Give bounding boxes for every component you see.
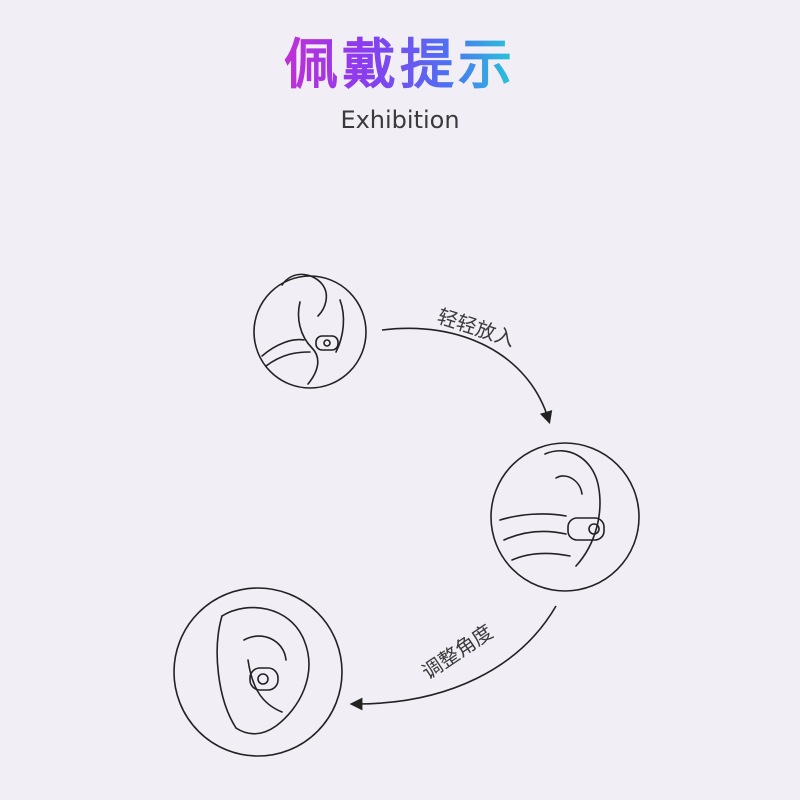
- arrow-step2-to-step3: [349, 605, 557, 711]
- page-subtitle: Exhibition: [340, 106, 460, 134]
- page-title-text: 佩戴提示: [284, 33, 516, 96]
- earbud-icon-3: [249, 667, 279, 691]
- step2-circle: [490, 442, 640, 592]
- step1-circle: [253, 275, 367, 389]
- step3-illustration: [173, 587, 343, 757]
- step2-illustration: [490, 442, 640, 592]
- step1-illustration: [253, 273, 367, 389]
- earbud-icon-2: [567, 517, 605, 541]
- arrow-step1-to-step2: [381, 327, 553, 425]
- earbud-icon: [315, 335, 339, 351]
- step1-label: 轻轻放入: [434, 304, 518, 352]
- page-title: 佩戴提示: [0, 30, 800, 100]
- step3-circle: [173, 587, 343, 757]
